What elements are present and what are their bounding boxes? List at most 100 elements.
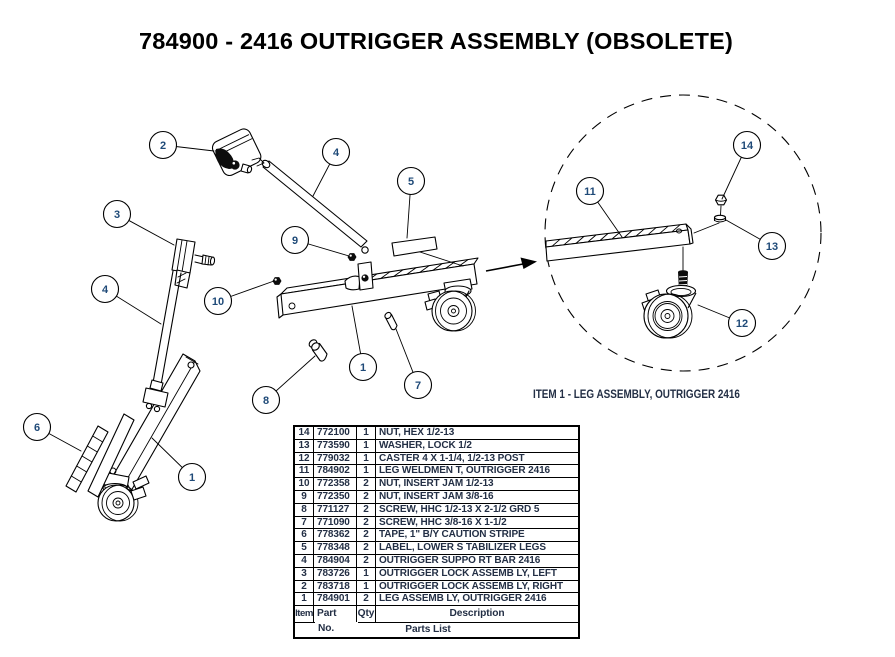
callout-9: 9	[280, 225, 310, 255]
item-cell: 12	[295, 452, 314, 465]
col-header-part: Part	[314, 606, 357, 623]
part-cell: 779032	[314, 452, 357, 465]
part-cell: 772358	[314, 478, 357, 490]
callout-1-leg: 1	[177, 462, 207, 492]
svg-text:11: 11	[584, 186, 596, 198]
leg-assembly-left-drawing	[65, 238, 216, 522]
part-cell: 784904	[314, 554, 357, 567]
callout-6: 6	[22, 412, 52, 442]
part-cell: 784901	[314, 593, 357, 606]
svg-text:2: 2	[160, 140, 166, 152]
col-header-part-no: No.	[318, 623, 335, 635]
hex-nut-14-drawing	[714, 194, 728, 206]
callout-1-beam: 1	[348, 352, 378, 382]
qty-cell: 2	[357, 542, 376, 554]
desc-cell: SCREW, HHC 1/2-13 X 2-1/2 GRD 5	[379, 503, 540, 515]
callout-11: 11	[575, 176, 605, 206]
lock-assembly-drawing	[211, 128, 265, 177]
svg-text:12: 12	[736, 318, 748, 330]
callout-3: 3	[102, 199, 132, 229]
item-cell: 13	[295, 439, 314, 452]
qty-cell: 1	[357, 439, 376, 452]
desc-cell: SCREW, HHC 3/8-16 X 1-1/2	[379, 516, 507, 528]
qty-cell: 2	[357, 478, 376, 490]
svg-text:9: 9	[292, 235, 298, 247]
screw-7-drawing	[384, 311, 398, 331]
desc-cell: NUT, INSERT JAM 3/8-16	[379, 490, 494, 502]
svg-text:10: 10	[212, 296, 224, 308]
svg-text:13: 13	[766, 241, 778, 253]
col-header-item: Item	[295, 606, 314, 623]
zoom-arrow	[485, 257, 537, 272]
svg-text:8: 8	[263, 395, 269, 407]
callout-4-upper: 4	[321, 137, 351, 167]
part-cell: 783726	[314, 567, 357, 580]
detail-view	[544, 94, 822, 372]
qty-cell: 2	[357, 503, 376, 516]
table-footer-row: No. Parts List	[295, 621, 578, 637]
detail-dashed-circle	[544, 94, 822, 372]
svg-text:3: 3	[114, 209, 120, 221]
part-cell: 784902	[314, 465, 357, 478]
caution-stripe-drawing	[65, 425, 109, 493]
detail-caption: ITEM 1 - LEG ASSEMBLY, OUTRIGGER 2416	[533, 387, 740, 401]
svg-text:14: 14	[741, 140, 754, 152]
part-cell: 778348	[314, 542, 357, 554]
callout-12: 12	[727, 308, 757, 338]
jam-nut-10-drawing	[272, 277, 282, 285]
support-bar-drawing	[261, 159, 369, 254]
outrigger-beam-assembly-drawing	[211, 128, 479, 362]
svg-text:4: 4	[333, 147, 340, 159]
callout-14: 14	[732, 130, 762, 160]
item-cell: 2	[295, 580, 314, 593]
desc-cell: WASHER, LOCK 1/2	[379, 439, 472, 451]
item-cell: 9	[295, 490, 314, 503]
part-cell: 771127	[314, 503, 357, 516]
lock-washer-13-drawing	[713, 214, 727, 223]
desc-cell: TAPE, 1" B/Y CAUTION STRIPE	[379, 529, 525, 541]
desc-cell: OUTRIGGER LOCK ASSEMB LY, LEFT	[379, 567, 557, 579]
qty-cell: 2	[357, 554, 376, 567]
desc-cell: NUT, INSERT JAM 1/2-13	[379, 478, 494, 490]
svg-text:6: 6	[34, 422, 40, 434]
stabilizer-label-drawing	[87, 413, 135, 498]
part-cell: 772350	[314, 490, 357, 503]
callout-5: 5	[396, 166, 426, 196]
part-cell: 778362	[314, 529, 357, 542]
desc-cell: CASTER 4 X 1-1/4, 1/2-13 POST	[379, 452, 525, 464]
parts-list-label: Parts List	[405, 624, 451, 636]
qty-cell: 2	[357, 529, 376, 542]
caster-post-drawing	[641, 270, 697, 339]
desc-cell: NUT, HEX 1/2-13	[379, 427, 455, 438]
item-cell: 8	[295, 503, 314, 516]
item-cell: 7	[295, 516, 314, 529]
callout-13: 13	[757, 231, 787, 261]
desc-cell: OUTRIGGER SUPPO RT BAR 2416	[379, 554, 541, 566]
stabilizer-label-right-drawing	[391, 236, 438, 257]
item-cell: 1	[295, 593, 314, 606]
page-title: 784900 - 2416 OUTRIGGER ASSEMBLY (OBSOLE…	[138, 28, 734, 54]
col-header-qty: Qty	[357, 606, 376, 623]
part-cell: 773590	[314, 439, 357, 452]
callout-4-lower: 4	[90, 274, 120, 304]
part-cell: 783718	[314, 580, 357, 593]
item-cell: 10	[295, 478, 314, 490]
callout-8: 8	[251, 385, 281, 415]
svg-text:1: 1	[189, 472, 195, 484]
part-cell: 771090	[314, 516, 357, 529]
part-cell: 772100	[314, 427, 357, 439]
qty-cell: 1	[357, 452, 376, 465]
